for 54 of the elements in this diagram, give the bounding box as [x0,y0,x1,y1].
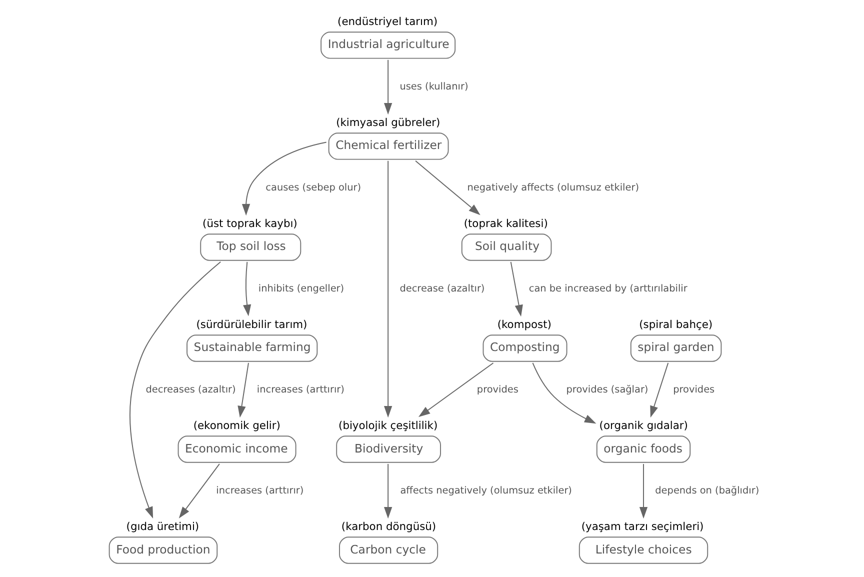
arrow [532,362,596,424]
edge-label: causes (sebep olur) [265,182,361,194]
node-label: (kimyasal gübreler) [336,116,440,130]
node-box: spiral garden [630,334,722,362]
arrow [383,59,392,115]
edge-label: provides [672,384,714,396]
node-label: (biyolojik çeşitlilik) [338,419,438,432]
node-box: Economic income [177,436,296,463]
edge-label: increases (arttırır) [216,485,304,496]
node-label: (organik gıdalar) [598,419,688,432]
arrow [510,261,522,317]
arrow [414,160,480,216]
arrow [418,362,494,418]
node-label: (spiral bahçe) [638,318,712,332]
node-box: Chemical fertilizer [328,132,448,160]
node-box: Carbon cycle [338,536,438,564]
node-label: (kompost) [496,318,551,332]
edge-label: provides (sağlar) [566,384,648,396]
node-box: Composting [482,334,567,362]
node-label: (karbon döngüsü) [340,520,436,534]
node-box: Food production [108,536,218,564]
arrow [383,463,392,519]
arrow [650,362,668,418]
edge-label: can be increased by (arttırılabilir [528,283,687,294]
arrow [128,261,221,519]
edge-label: inhibits (engeller) [258,283,344,294]
arrow [383,160,392,418]
node-box: Sustainable farming [186,334,318,362]
node-label: (gıda üretimi) [126,520,199,534]
edge-label: decreases (azaltır) [145,384,236,396]
node-box: Industrial agriculture [320,32,456,59]
node-box: Top soil loss [200,234,301,261]
edge-label: uses (kullanır) [399,81,468,92]
node-box: organic foods [596,436,690,463]
node-box: Soil quality [460,234,552,261]
node-label: (üst toprak kaybı) [202,217,297,230]
node-label: (endüstriyel tarım) [337,15,438,28]
node-label: (yaşam tarzı seçimleri) [580,520,704,534]
node-label: (ekonomik gelir) [192,419,280,432]
edge-label: provides [476,384,518,396]
edge-label: negatively affects (olumsuz etkiler) [466,182,639,194]
arrow [242,261,251,316]
edge-label: decrease (azaltır) [399,283,484,294]
node-box: Biodiversity [336,436,440,463]
node-box: Lifestyle choices [578,536,708,564]
node-label: (toprak kalitesi) [463,217,548,230]
edge-label: increases (arttırır) [256,384,344,396]
edge-label: affects negatively (olumsuz etkiler) [400,485,572,496]
arrow [638,463,648,519]
arrow [178,463,220,518]
arrow [241,142,326,216]
edge-label: depends on (bağlıdır) [654,485,759,496]
arrow [237,362,248,418]
node-label: (sürdürülebilir tarım) [196,318,307,332]
